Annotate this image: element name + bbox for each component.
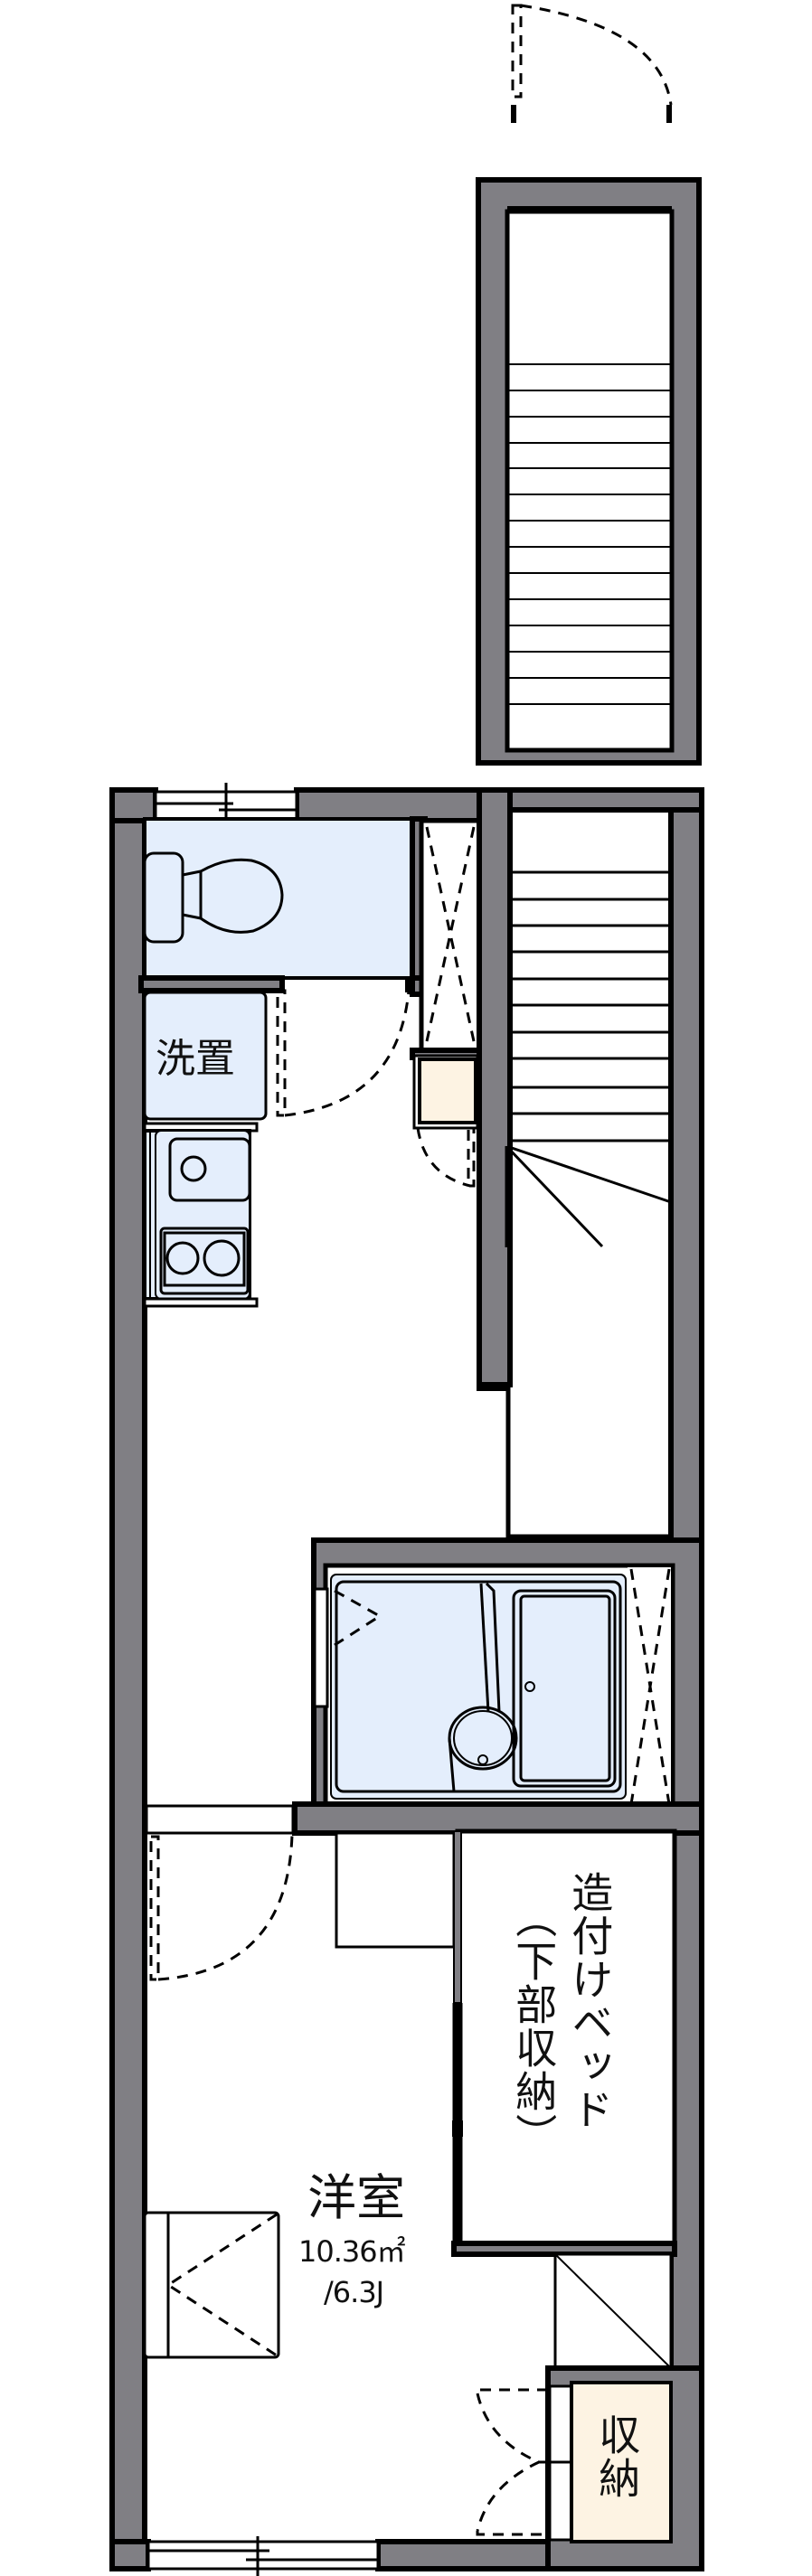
western-room-tatami: /6.3J [324,2275,384,2309]
toilet-room [143,817,414,980]
built-in-bed-sublabel: （下部収納） [509,1896,559,2157]
bathtub-icon [512,1589,617,1788]
closet-door-left-icon [143,2211,280,2359]
under-stair-space [553,2252,673,2370]
washer-space [143,991,268,1121]
exterior-staircase-icon [476,177,702,766]
storage-shelf [419,818,482,1053]
western-room-area: 10.36㎡ [298,2234,406,2269]
western-room-door-swing-icon [149,1834,294,1981]
counter [335,1831,456,1949]
kitchen-sink-icon [168,1137,251,1202]
sliding-window-icon [146,2536,380,2576]
closet [476,2365,704,2571]
staircase-icon [477,787,704,1552]
closet-label: 収納 [592,2413,642,2500]
toilet-tank-icon [143,851,184,944]
entry-door-swing-icon [511,4,673,123]
wash-basin-icon [448,1582,518,1792]
toilet-door-swing-icon [276,978,411,1117]
toilet-icon [182,858,284,934]
kitchen-counter [143,1122,259,1308]
washer-space-label: 洗置 [156,1036,235,1082]
western-room-label: 洋室 [307,2169,405,2226]
shoe-cabinet [412,1054,479,1188]
bathroom [298,1537,704,1823]
built-in-bed-label: 造付けベッド [565,1871,615,2131]
stove-icon [159,1227,250,1295]
room-divider-wall [145,1801,704,1836]
built-in-bed [451,1829,677,2257]
